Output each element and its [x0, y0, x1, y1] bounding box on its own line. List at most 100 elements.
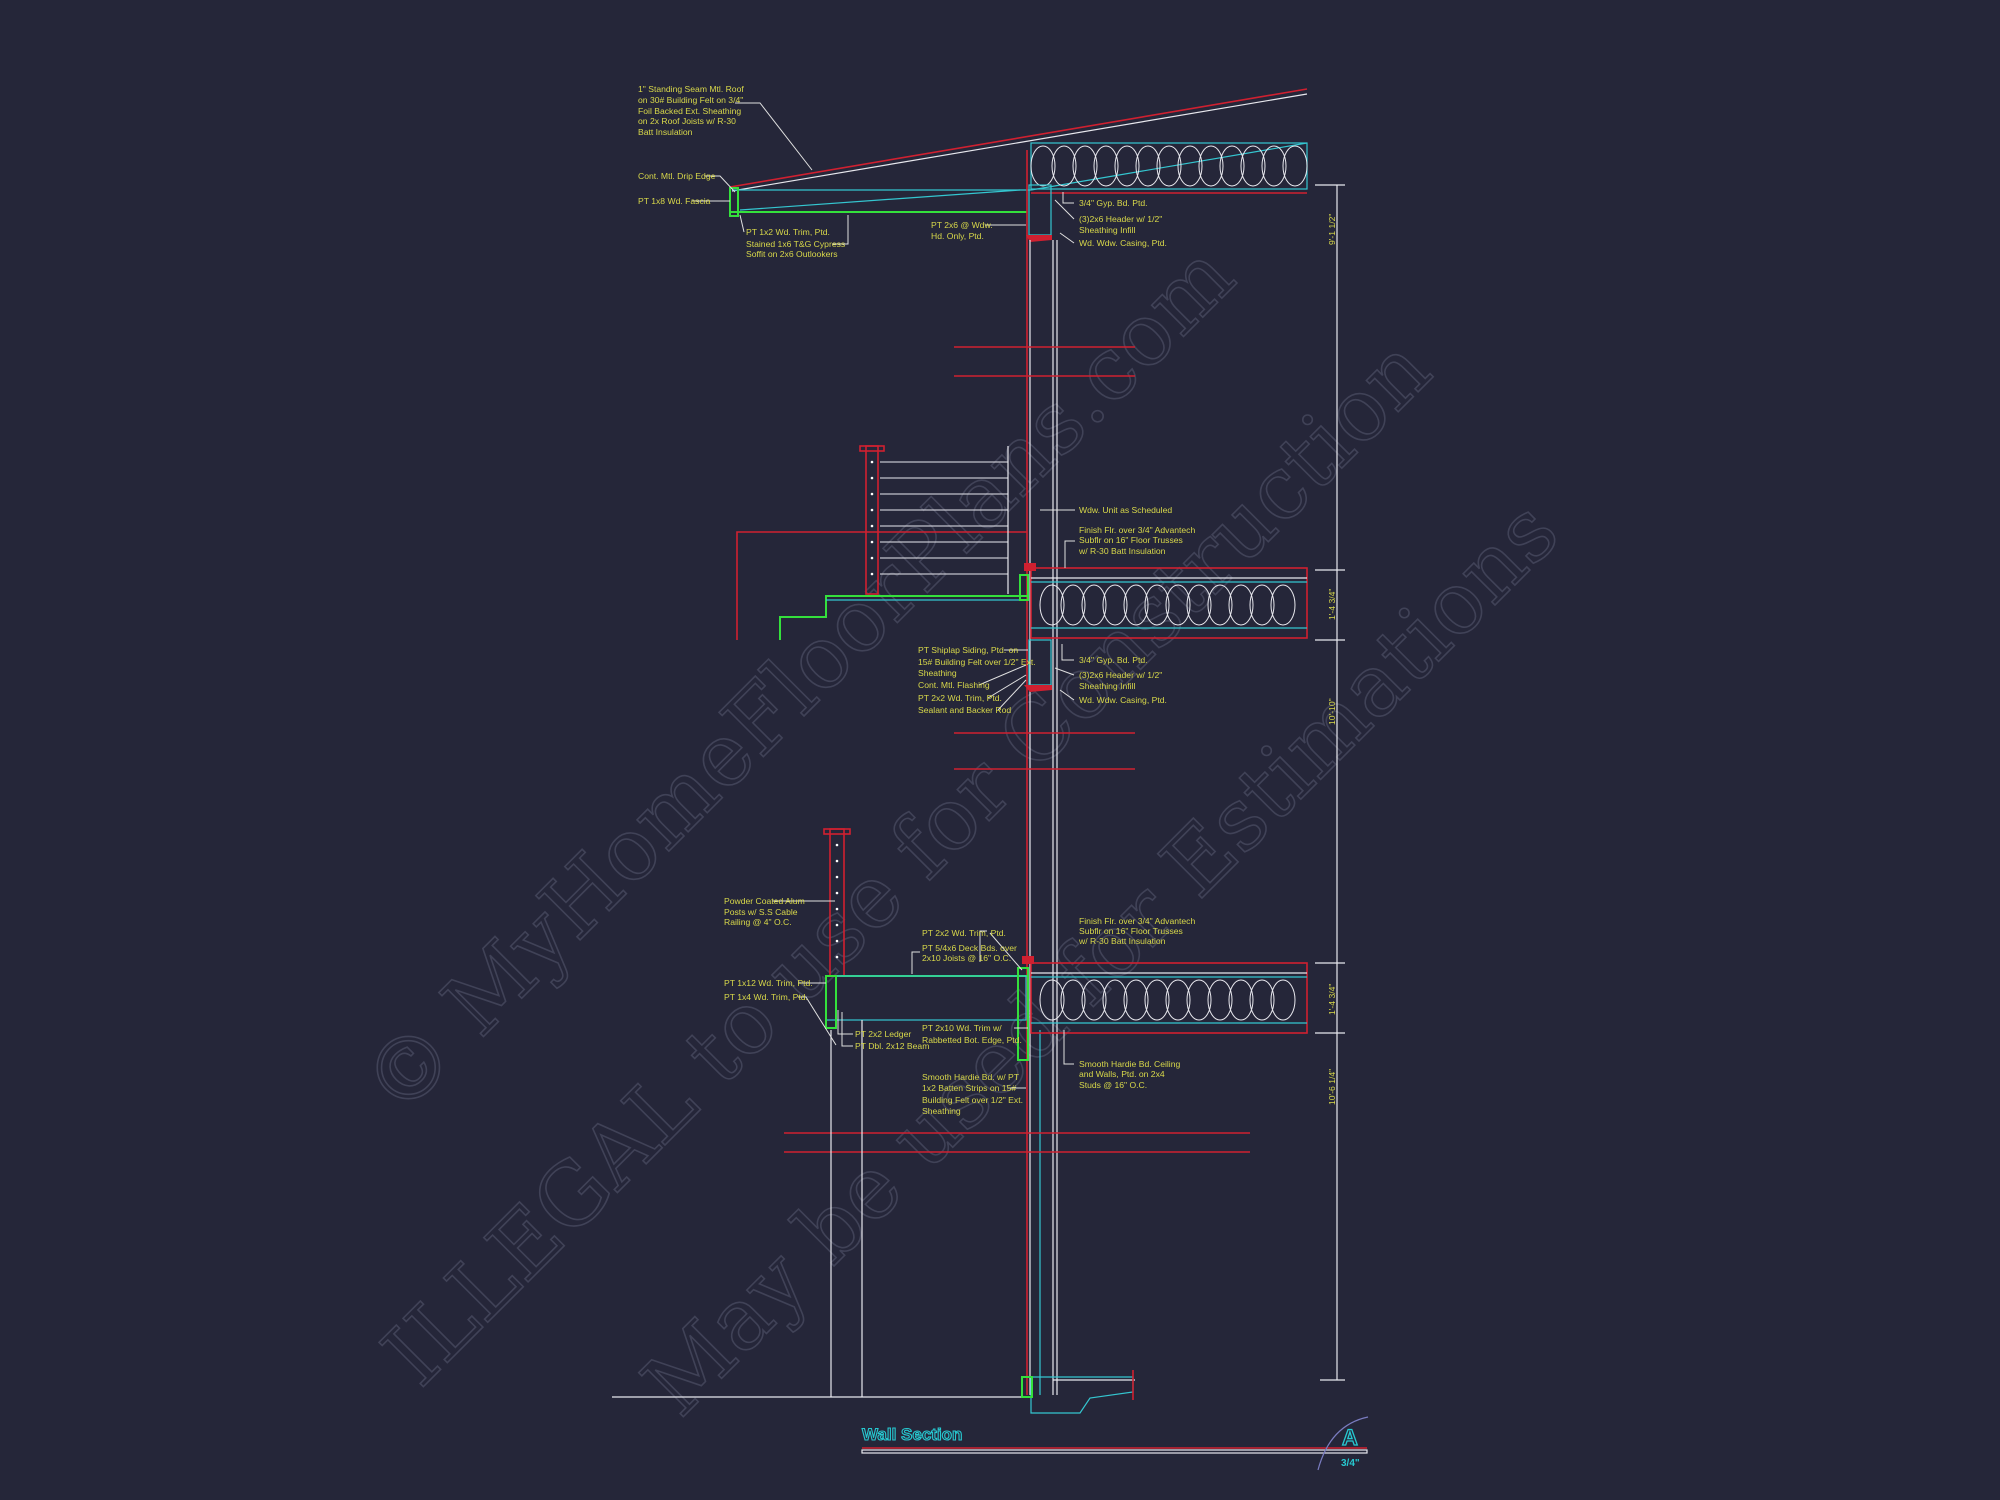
drawing-title: Wall Section: [862, 1425, 962, 1444]
insulation-loop: [1165, 584, 1191, 626]
cable-dot: [835, 955, 839, 959]
cable-dot: [835, 939, 839, 943]
insulation-loop: [1198, 145, 1224, 187]
floor-insulation: [1039, 979, 1296, 1021]
insulation-loop: [1207, 584, 1233, 626]
watermark: © MyHomeFloorPlans.com ILLEGAL to use fo…: [343, 225, 1578, 1436]
dimension-label: 10'-10": [1327, 698, 1337, 725]
insulation-loop: [1261, 145, 1287, 187]
label-fascia: PT 1x8 Wd. Fascia: [638, 196, 711, 206]
insulation-loop: [1177, 145, 1203, 187]
cable-dot: [835, 859, 839, 863]
insulation-loop: [1039, 584, 1065, 626]
dimension-label: 1'-4 3/4": [1327, 984, 1337, 1015]
section-arc: [1317, 1416, 1369, 1471]
insulation-loop: [1165, 979, 1191, 1021]
cable-dot: [835, 923, 839, 927]
cable-dot: [835, 907, 839, 911]
insulation-loop: [1270, 979, 1296, 1021]
cable-dot: [870, 572, 874, 576]
insulation-loop: [1219, 145, 1245, 187]
section-mark: A: [1342, 1425, 1358, 1450]
insulation-loop: [1081, 979, 1107, 1021]
insulation-loop: [1114, 145, 1140, 187]
upper-deck: [779, 445, 1029, 640]
dimension-label: 1'-4 3/4": [1327, 589, 1337, 620]
dimension-label: 10'-6 1/4": [1327, 1069, 1337, 1105]
insulation-loop: [1102, 584, 1128, 626]
floor-insulation: [1039, 584, 1296, 626]
insulation-loop: [1093, 145, 1119, 187]
insulation-loop: [1144, 979, 1170, 1021]
label-deck-trim: PT 2x2 Wd. Trim, Ptd.: [922, 928, 1006, 938]
insulation-loop: [1249, 979, 1275, 1021]
roof-insulation: [1030, 145, 1308, 187]
label-1x12-trim: PT 1x12 Wd. Trim, Ptd.: [724, 978, 813, 988]
insulation-loop: [1060, 979, 1086, 1021]
insulation-loop: [1156, 145, 1182, 187]
cable-dot: [870, 508, 874, 512]
cable-dot: [870, 556, 874, 560]
cable-dot: [870, 540, 874, 544]
roof-assembly: [729, 88, 1308, 242]
label-drip-edge: Cont. Mtl. Drip Edge: [638, 171, 716, 181]
insulation-loop: [1060, 584, 1086, 626]
insulation-loop: [1051, 145, 1077, 187]
label-header: (3)2x6 Header w/ 1/2"Sheathing Infill: [1079, 214, 1162, 235]
dimension-string: 9'-1 1/2" 1'-4 3/4" 10'-10" 1'-4 3/4" 10…: [1315, 184, 1345, 1381]
insulation-loop: [1102, 979, 1128, 1021]
watermark-illegal: ILLEGAL to use for Construction: [364, 319, 1450, 1405]
label-window-casing: Wd. Wdw. Casing, Ptd.: [1079, 695, 1167, 705]
foundation: [612, 1370, 1135, 1414]
wall-framing: [784, 150, 1250, 1395]
insulation-loop: [1282, 145, 1308, 187]
first-floor-system: [823, 828, 1308, 1397]
insulation-loop: [1123, 584, 1149, 626]
insulation-loop: [1081, 584, 1107, 626]
leader-lines: [692, 102, 1075, 1089]
insulation-loop: [1249, 584, 1275, 626]
label-window-unit: Wdw. Unit as Scheduled: [1079, 505, 1172, 515]
cable-dot: [835, 843, 839, 847]
label-gyp-board: 3/4" Gyp. Bd. Ptd.: [1079, 198, 1148, 208]
insulation-loop: [1186, 979, 1212, 1021]
insulation-loop: [1186, 584, 1212, 626]
second-floor-system: [736, 531, 1308, 692]
insulation-loop: [1123, 979, 1149, 1021]
insulation-loop: [1207, 979, 1233, 1021]
cable-dot: [870, 524, 874, 528]
cable-dot: [870, 476, 874, 480]
cable-dot: [870, 492, 874, 496]
cable-dot: [835, 875, 839, 879]
label-soffit: PT 1x2 Wd. Trim, Ptd.Stained 1x6 T&G Cyp…: [746, 227, 845, 259]
label-gyp-board: 3/4" Gyp. Bd. Ptd.: [1079, 655, 1148, 665]
insulation-loop: [1270, 584, 1296, 626]
insulation-loop: [1030, 145, 1056, 187]
label-1x4-trim: PT 1x4 Wd. Trim, Ptd.: [724, 992, 808, 1002]
label-header: (3)2x6 Header w/ 1/2"Sheathing Infill: [1079, 670, 1162, 691]
insulation-loop: [1135, 145, 1161, 187]
label-window-casing: Wd. Wdw. Casing, Ptd.: [1079, 238, 1167, 248]
insulation-loop: [1072, 145, 1098, 187]
dimension-label: 9'-1 1/2": [1327, 214, 1337, 245]
insulation-loop: [1039, 979, 1065, 1021]
label-2x10-trim: PT 2x10 Wd. Trim w/Rabbetted Bot. Edge, …: [922, 1023, 1022, 1045]
cable-dot: [870, 460, 874, 464]
label-window-header-trim: PT 2x6 @ Wdw.Hd. Only, Ptd.: [931, 220, 993, 241]
scale-label: 3/4": [1341, 1458, 1360, 1469]
insulation-loop: [1240, 145, 1266, 187]
insulation-loop: [1144, 584, 1170, 626]
cable-dot: [835, 891, 839, 895]
insulation-loop: [1228, 979, 1254, 1021]
